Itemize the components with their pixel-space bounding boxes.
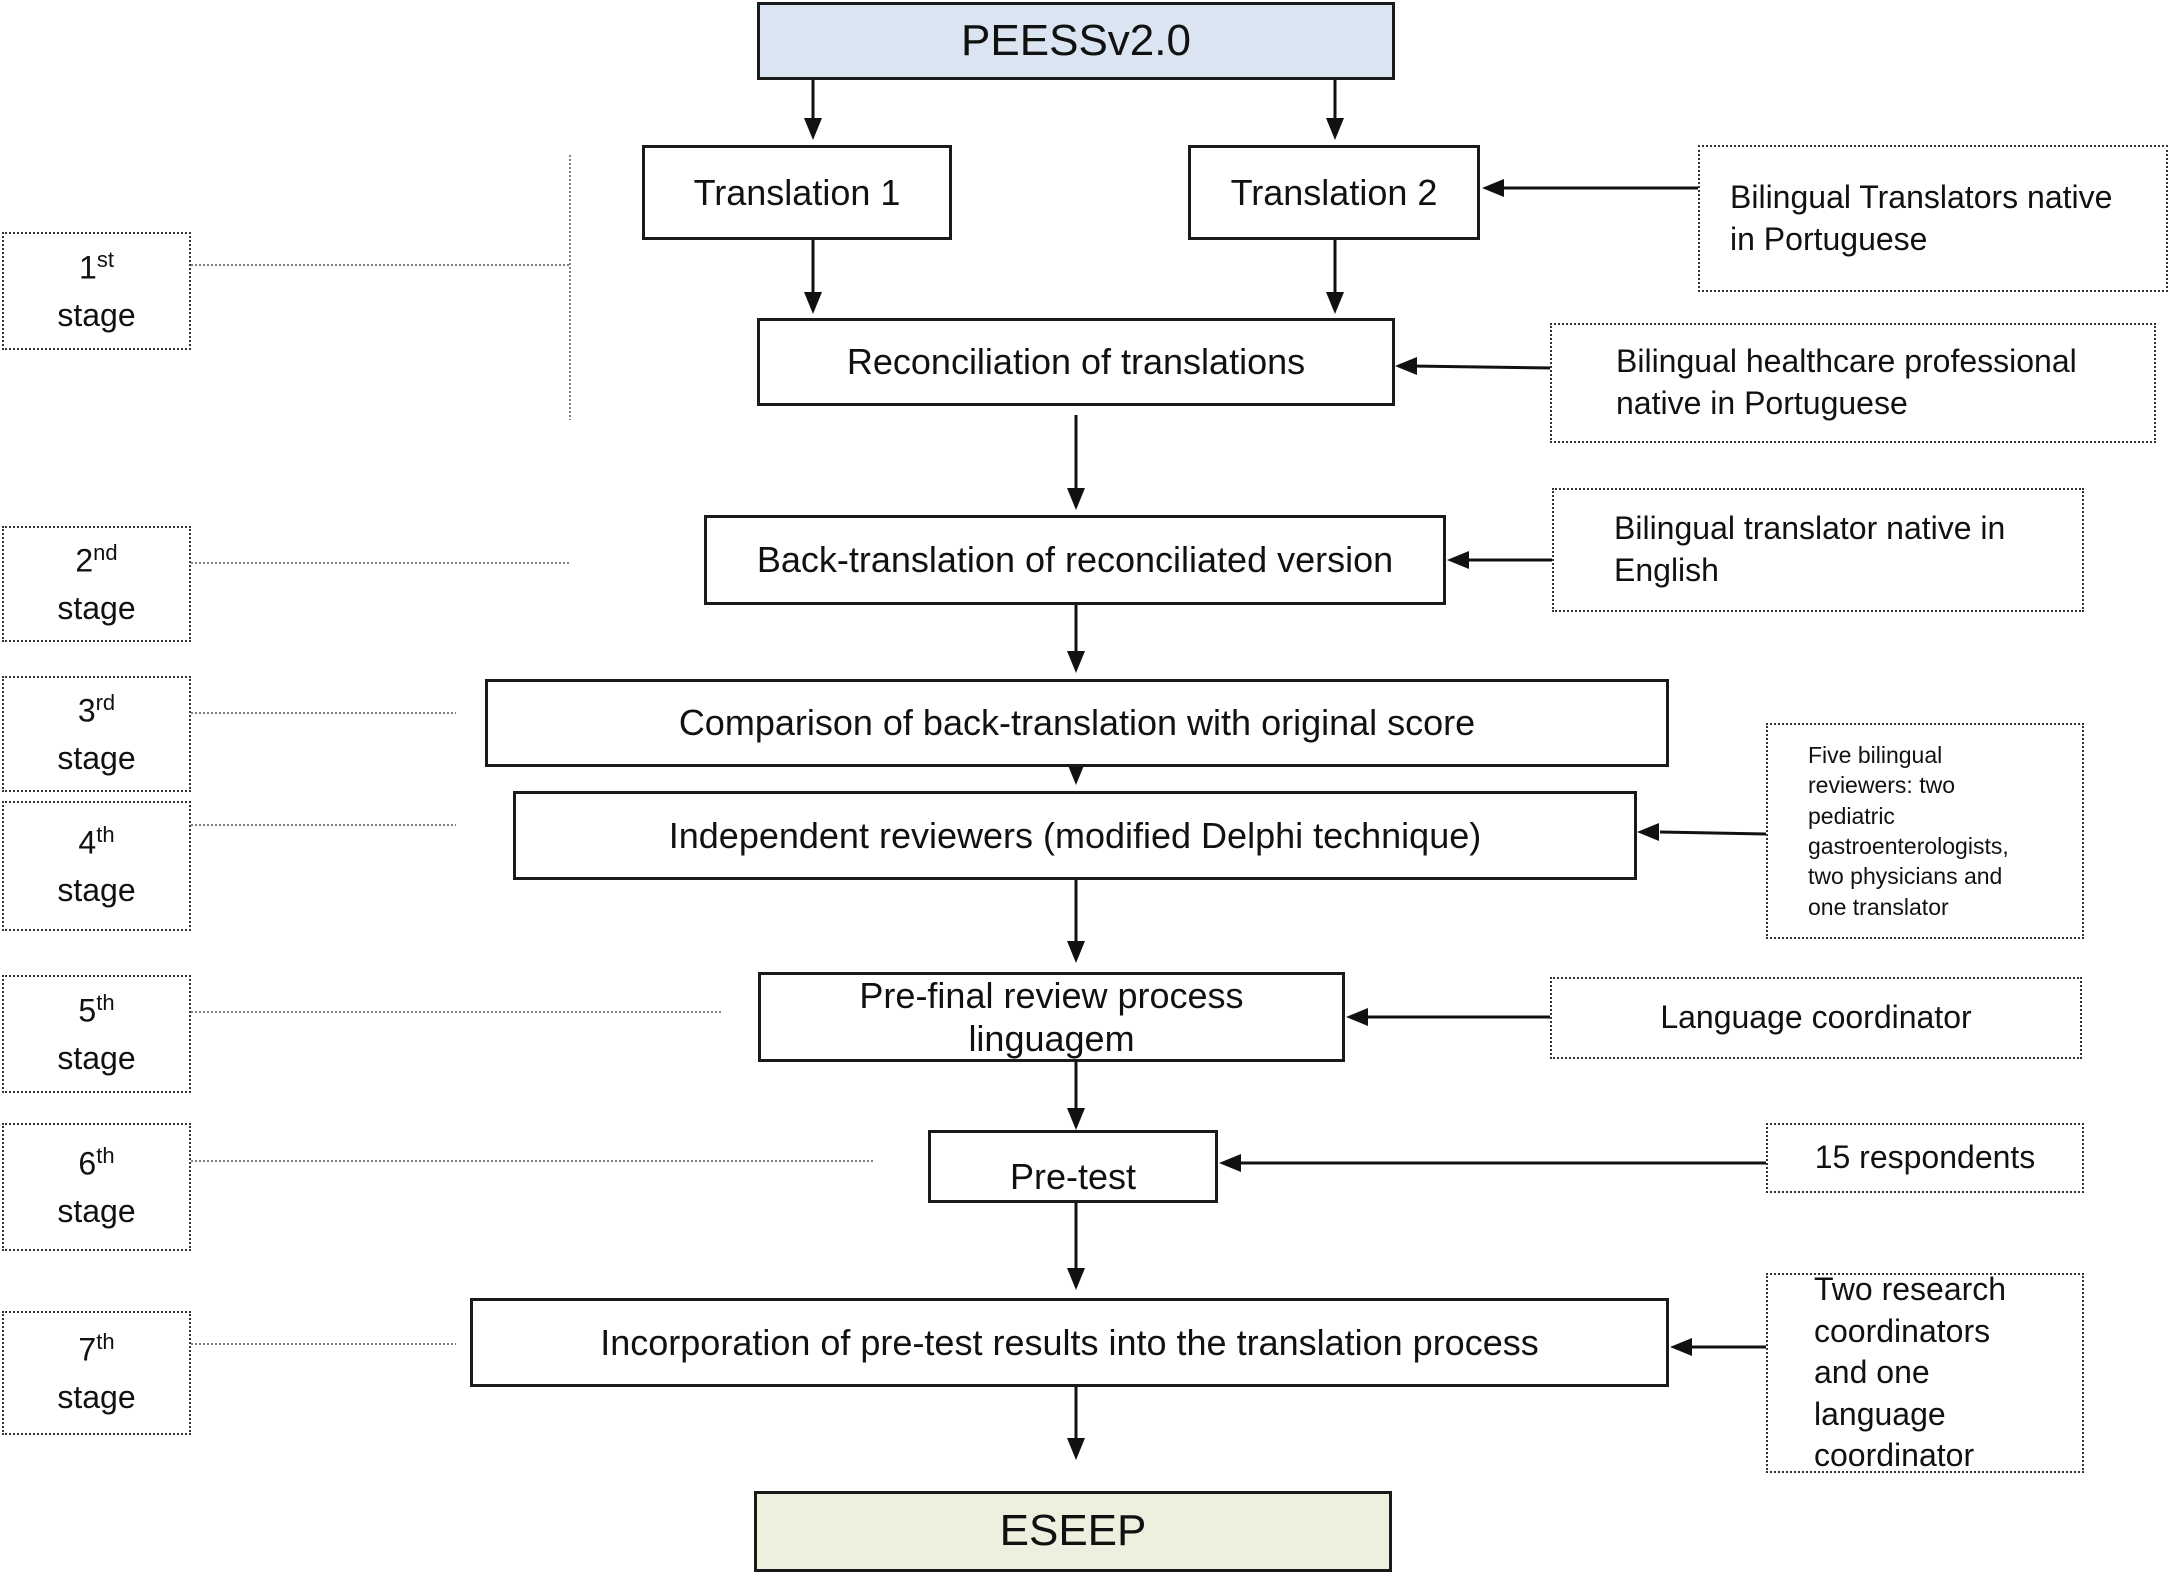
stage-4-number: 4: [78, 824, 97, 861]
note-healthcare-portuguese-text: Bilingual healthcare professional native…: [1616, 343, 2077, 421]
stage-6-word: stage: [57, 1193, 136, 1230]
end-box: ESEEP: [754, 1491, 1392, 1572]
stage-7-suffix: th: [96, 1328, 115, 1354]
stage-5-box: 5th stage: [2, 975, 191, 1093]
pre-final-review-label: Pre-final review process linguagem: [859, 974, 1244, 1059]
stage-2-number: 2: [75, 542, 94, 579]
arrowhead: [1482, 179, 1504, 197]
stage-4-box: 4th stage: [2, 801, 191, 931]
stage-4-word: stage: [57, 872, 136, 909]
translation-2-label: Translation 2: [1230, 171, 1438, 213]
translation-1-box: Translation 1: [642, 145, 952, 240]
arrowhead: [1326, 118, 1344, 140]
stage-6-number: 6: [78, 1145, 97, 1182]
arrowhead: [1067, 763, 1085, 785]
arrowhead: [1067, 651, 1085, 673]
stage-3-number: 3: [77, 692, 96, 729]
stage-5-word: stage: [57, 1040, 136, 1077]
stage-7-word: stage: [57, 1379, 136, 1416]
note-language-coordinator-text: Language coordinator: [1660, 999, 1972, 1036]
arrowhead: [1346, 1008, 1368, 1026]
note-translator-english-text: Bilingual translator native in English: [1614, 510, 2006, 588]
comparison-box: Comparison of back-translation with orig…: [485, 679, 1669, 767]
reconciliation-box: Reconciliation of translations: [757, 318, 1395, 406]
note-translators-portuguese-text: Bilingual Translators native in Portugue…: [1730, 178, 2113, 257]
incorporation-label: Incorporation of pre-test results into t…: [600, 1321, 1539, 1363]
arrow-five-reviewers-to-independent: [1659, 830, 1767, 836]
note-translator-english: Bilingual translator native in English: [1552, 488, 2084, 612]
stage-4-suffix: th: [96, 821, 115, 847]
stage-2-box: 2nd stage: [2, 526, 191, 642]
incorporation-box: Incorporation of pre-test results into t…: [470, 1298, 1669, 1387]
translation-1-label: Translation 1: [693, 171, 901, 213]
note-translators-portuguese: Bilingual Translators native in Portugue…: [1698, 145, 2168, 292]
note-respondents: 15 respondents: [1766, 1123, 2084, 1193]
note-five-reviewers: Five bilingual reviewers: two pediatric …: [1766, 723, 2084, 939]
note-research-coordinators: Two research coordinators and one langua…: [1766, 1271, 2084, 1473]
pre-test-label: Pre-test: [1009, 1155, 1137, 1197]
stage-7-number: 7: [78, 1331, 97, 1368]
stage-5-number: 5: [78, 992, 97, 1029]
stage-6-box: 6th stage: [2, 1123, 191, 1251]
stage-2-suffix: nd: [93, 539, 118, 565]
stage-3-word: stage: [57, 740, 136, 777]
note-research-coordinators-text: Two research coordinators and one langua…: [1814, 1271, 2007, 1474]
start-label: PEESSv2.0: [961, 15, 1191, 65]
arrowhead: [1067, 941, 1085, 963]
arrowhead: [804, 118, 822, 140]
stage-1-number: 1: [79, 249, 97, 286]
arrowhead: [1395, 357, 1417, 375]
note-respondents-text: 15 respondents: [1814, 1139, 2036, 1176]
stage-1-word: stage: [57, 297, 136, 334]
independent-reviewers-box: Independent reviewers (modified Delphi t…: [513, 791, 1637, 880]
note-healthcare-portuguese: Bilingual healthcare professional native…: [1550, 323, 2156, 443]
independent-reviewers-label: Independent reviewers (modified Delphi t…: [668, 814, 1482, 856]
note-language-coordinator: Language coordinator: [1550, 977, 2082, 1059]
arrowhead: [1067, 1108, 1085, 1130]
stage-2-word: stage: [57, 590, 136, 627]
arrowhead: [1067, 1268, 1085, 1290]
reconciliation-label: Reconciliation of translations: [846, 341, 1306, 383]
arrowhead: [1670, 1338, 1692, 1356]
stage-6-suffix: th: [96, 1142, 115, 1168]
comparison-label: Comparison of back-translation with orig…: [678, 702, 1476, 744]
pre-final-review-box: Pre-final review process linguagem: [758, 972, 1345, 1062]
arrowhead: [1326, 292, 1344, 314]
arrow-healthcare-pt-to-reconciliation: [1409, 364, 1553, 370]
back-translation-label: Back-translation of reconciliated versio…: [756, 539, 1394, 581]
stage-1-suffix: st: [96, 246, 114, 272]
start-box: PEESSv2.0: [757, 2, 1395, 80]
arrowhead: [1219, 1154, 1241, 1172]
arrowhead: [804, 292, 822, 314]
pre-test-box: Pre-test: [928, 1130, 1218, 1203]
end-label: ESEEP: [999, 1506, 1147, 1556]
back-translation-box: Back-translation of reconciliated versio…: [704, 515, 1446, 605]
arrowhead: [1637, 823, 1659, 841]
translation-2-box: Translation 2: [1188, 145, 1480, 240]
stage-7-box: 7th stage: [2, 1311, 191, 1435]
arrowhead: [1447, 551, 1469, 569]
stage-1-box: 1st stage: [2, 232, 191, 350]
stage-5-suffix: th: [96, 989, 115, 1015]
note-five-reviewers-text: Five bilingual reviewers: two pediatric …: [1808, 741, 2009, 920]
stage-3-box: 3rd stage: [2, 676, 191, 792]
arrowhead: [1067, 1438, 1085, 1460]
arrowhead: [1067, 488, 1085, 510]
stage-3-suffix: rd: [95, 689, 116, 715]
